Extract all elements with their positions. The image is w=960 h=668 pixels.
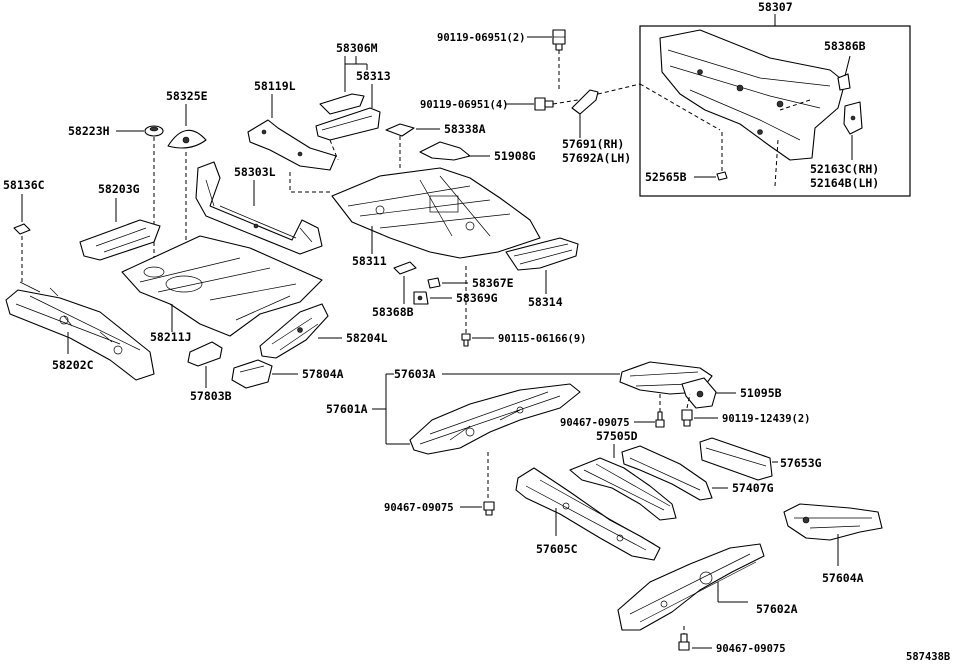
part-58203G bbox=[79, 219, 161, 261]
part-51095B bbox=[681, 377, 717, 409]
label-57803B: 57803B bbox=[190, 389, 232, 403]
label-58311: 58311 bbox=[352, 254, 387, 268]
part-58368B-top bbox=[393, 261, 417, 275]
part-58303L-crossmember bbox=[195, 161, 323, 255]
label-58202C: 58202C bbox=[52, 358, 94, 372]
label-57407G: 57407G bbox=[732, 481, 774, 495]
label-57602A: 57602A bbox=[756, 602, 798, 616]
part-58367E bbox=[427, 277, 441, 289]
part-52565B bbox=[716, 171, 728, 181]
part-57602A-rear-side-member bbox=[617, 543, 765, 631]
part-58369G bbox=[413, 291, 429, 305]
bolt-90467-09075-c bbox=[678, 633, 690, 651]
label-57804A: 57804A bbox=[302, 367, 344, 381]
part-58306M bbox=[319, 93, 365, 115]
label-90467-09075-c: 90467-09075 bbox=[716, 643, 786, 655]
label-90119-06951-2: 90119-06951(2) bbox=[437, 32, 526, 44]
label-52565B: 52565B bbox=[645, 170, 687, 184]
bolt-90119-12439 bbox=[681, 409, 693, 427]
part-57803B bbox=[187, 341, 223, 367]
label-57692A: 57692A(LH) bbox=[562, 151, 631, 165]
label-58204L: 58204L bbox=[346, 331, 388, 345]
part-57505D bbox=[569, 457, 677, 521]
label-58306M: 58306M bbox=[336, 41, 378, 55]
diagram-code: 587438B bbox=[906, 651, 950, 663]
label-57601A: 57601A bbox=[326, 402, 368, 416]
label-58136C: 58136C bbox=[3, 178, 45, 192]
bolt-90115-06166 bbox=[461, 333, 471, 347]
label-90115-06166: 90115-06166(9) bbox=[498, 333, 587, 345]
part-52163C bbox=[843, 101, 863, 135]
label-57605C: 57605C bbox=[536, 542, 578, 556]
label-58338A: 58338A bbox=[444, 122, 486, 136]
label-58367E: 58367E bbox=[472, 276, 514, 290]
label-58386B: 58386B bbox=[824, 39, 866, 53]
part-58386B bbox=[837, 73, 851, 91]
label-57653G: 57653G bbox=[780, 456, 822, 470]
label-58303L: 58303L bbox=[234, 165, 276, 179]
bolt-90467-09075-b bbox=[483, 501, 495, 516]
part-58307-rear-panel bbox=[659, 29, 846, 161]
part-57804A bbox=[231, 359, 273, 389]
label-58369G: 58369G bbox=[456, 291, 498, 305]
label-58119L: 58119L bbox=[254, 79, 296, 93]
part-58223H bbox=[144, 125, 164, 137]
part-58119L bbox=[247, 119, 337, 171]
part-58325E bbox=[167, 129, 207, 149]
label-90119-12439: 90119-12439(2) bbox=[722, 413, 811, 425]
part-51908G bbox=[419, 141, 471, 161]
part-58338A bbox=[385, 123, 415, 137]
label-51908G: 51908G bbox=[494, 149, 536, 163]
part-58311-floor-pan bbox=[331, 167, 541, 259]
part-57407G bbox=[621, 445, 713, 501]
part-57601A-side-member bbox=[409, 383, 581, 455]
label-52164B: 52164B(LH) bbox=[810, 176, 879, 190]
part-57653G bbox=[699, 437, 773, 481]
part-58313 bbox=[315, 107, 381, 141]
part-58314 bbox=[505, 237, 579, 271]
part-58211J-rear-floor bbox=[121, 235, 323, 337]
label-58307: 58307 bbox=[758, 0, 793, 14]
part-58204L bbox=[259, 303, 329, 359]
bolt-90119-06951-top bbox=[552, 29, 566, 51]
part-58202C-rear-crossmember bbox=[5, 281, 155, 381]
part-57691-bracket bbox=[571, 89, 599, 115]
label-90467-09075-b: 90467-09075 bbox=[384, 502, 454, 514]
label-52163C: 52163C(RH) bbox=[810, 162, 879, 176]
label-90119-06951-4: 90119-06951(4) bbox=[420, 99, 509, 111]
label-58368B: 58368B bbox=[372, 305, 414, 319]
label-58203G: 58203G bbox=[98, 182, 140, 196]
bolt-90119-06951-side bbox=[534, 97, 554, 111]
label-58211J: 58211J bbox=[150, 330, 192, 344]
label-57603A: 57603A bbox=[394, 367, 436, 381]
label-58223H: 58223H bbox=[68, 124, 110, 138]
label-58313: 58313 bbox=[356, 69, 391, 83]
part-58136C bbox=[13, 223, 31, 235]
label-51095B: 51095B bbox=[740, 386, 782, 400]
bolt-90467-09075-a bbox=[655, 411, 665, 428]
label-90467-09075-a: 90467-09075 bbox=[560, 417, 630, 429]
part-57605C-side-member bbox=[515, 467, 661, 561]
label-57604A: 57604A bbox=[822, 571, 864, 585]
label-57505D: 57505D bbox=[596, 429, 638, 443]
part-57604A bbox=[783, 503, 883, 541]
label-58325E: 58325E bbox=[166, 89, 208, 103]
label-58314: 58314 bbox=[528, 295, 563, 309]
label-57691: 57691(RH) bbox=[562, 137, 624, 151]
